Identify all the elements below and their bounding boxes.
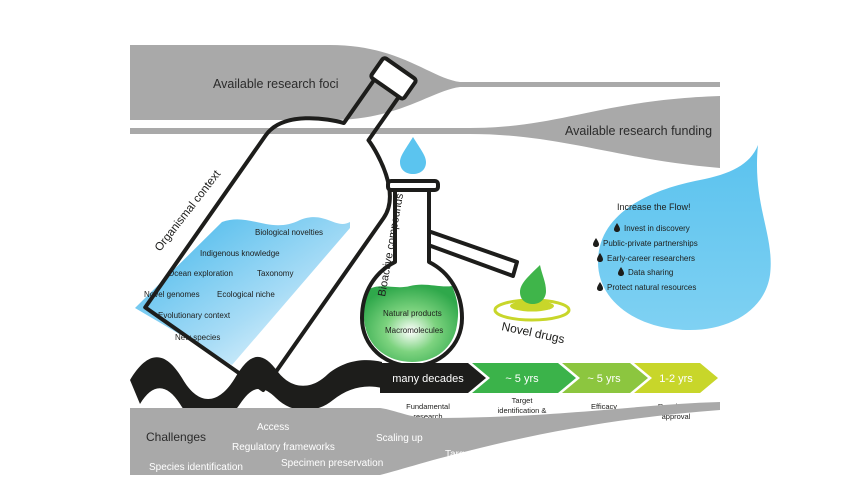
bottle-item-ocean-exploration: Ocean exploration [168,269,233,278]
timeline-segment-target-identification [472,363,576,393]
drop-bullet-icon [597,282,603,291]
flask-item-macromolecules: Macromolecules [385,326,443,335]
drop-bullet-icon [597,253,603,262]
challenge-access: Access [257,422,289,433]
challenge-specimen-preservation: Specimen preservation [281,458,383,469]
black-wave [130,356,382,424]
challenge-regulatory-frameworks: Regulatory frameworks [232,442,335,453]
bottle-outline [143,56,418,393]
novel-drugs-label: Novel drugs [500,319,566,346]
research-foci-banner: Available research foci [130,45,720,120]
duration-target-identification: ~ 5 yrs [505,373,539,385]
duration-efficacy: ~ 5 yrs [587,373,621,385]
research-foci-label: Available research foci [213,77,339,91]
bottle-item-taxonomy: Taxonomy [257,269,293,278]
drop-bullet-icon [618,267,624,276]
flow-item-label: Early-career researchers [607,254,695,263]
bottle-item-novel-genomes: Novel genomes [144,290,200,299]
research-funding-banner: Available research funding [130,96,720,168]
bottle-water [135,217,350,365]
bottle-item-evolutionary-context: Evolutionary context [158,311,231,320]
flask-label: Bioactive compounds [376,192,406,298]
bottle-items: Biological novelties Indigenous knowledg… [144,228,323,342]
flow-item: Invest in discovery [614,223,690,233]
flask-rim [386,179,440,192]
drop-bullet-icon [614,223,620,232]
flow-item: Early-career researchers [597,253,695,263]
research-funding-band [130,96,720,168]
flow-item: Data sharing [618,267,673,277]
challenge-species-identification: Species identification [149,462,243,473]
challenges-shape [130,402,720,475]
timeline-segment-regulatory [634,363,718,393]
flask-side-arm [429,230,519,278]
bottle-drop [400,137,426,174]
flow-item-label: Public-private partnerships [603,239,698,248]
flask-liquid [363,284,459,362]
timeline: many decades ~ 5 yrs ~ 5 yrs 1-2 yrs Fun… [380,363,718,425]
timeline-segment-efficacy [562,363,648,393]
drug-ripple-inner [510,300,554,312]
flask-item-natural-products: Natural products [383,309,442,318]
stage-efficacy-line1: Efficacy [591,402,617,411]
bottle-item-indigenous-knowledge: Indigenous knowledge [200,249,280,258]
flow-item-label: Protect natural resources [607,283,696,292]
novel-drugs: Novel drugs [493,265,571,346]
drop-bullet-icon [593,238,599,247]
challenge-target-validation: Target validation [445,449,518,460]
flow-drop-list: Invest in discovery Public-private partn… [593,223,698,292]
flow-drop-shape [598,145,771,330]
flow-item: Protect natural resources [597,282,696,292]
stage-regulatory-line2: approval [662,412,691,421]
flow-item: Public-private partnerships [593,238,698,248]
stage-fundamental-line1: Fundamental [406,402,450,411]
timeline-segment-fundamental [380,363,486,393]
drug-drop [520,265,546,304]
flow-item-label: Invest in discovery [624,224,690,233]
flow-drop-title: Increase the Flow! [617,202,691,212]
flow-item-label: Data sharing [628,268,673,277]
stage-target-line2: identification & [498,406,547,415]
increase-flow-drop: Increase the Flow! Invest in discovery P… [593,145,771,330]
bottle-item-ecological-niche: Ecological niche [217,290,275,299]
research-funding-label: Available research funding [565,124,712,138]
stage-fundamental-line2: research [413,412,442,421]
duration-regulatory: 1-2 yrs [659,373,693,385]
challenges-title: Challenges [146,430,206,444]
stage-target-line1: Target [512,396,534,405]
bottle-item-biological-novelties: Biological novelties [255,228,323,237]
duration-fundamental: many decades [392,373,464,385]
challenge-scaling-up: Scaling up [376,433,423,444]
research-foci-band [130,45,720,120]
bioactive-flask: Bioactive compounds Natural products Mac… [360,179,519,368]
bottle-item-new-species: New species [175,333,220,342]
challenges-band: Challenges Access Regulatory frameworks … [130,402,720,475]
